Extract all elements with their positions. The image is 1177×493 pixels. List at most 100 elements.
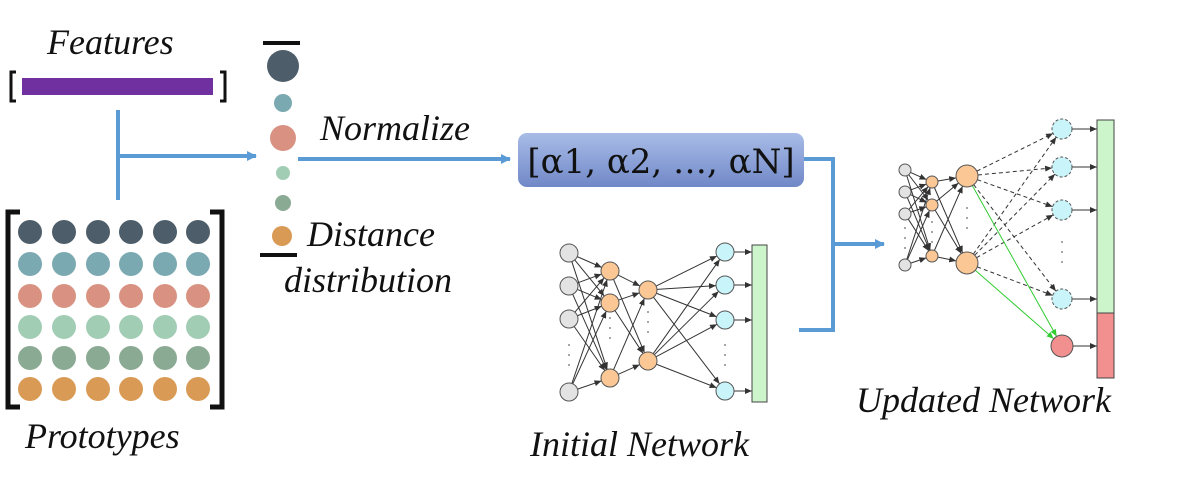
prototype-dot bbox=[52, 220, 76, 244]
prototype-dot bbox=[86, 252, 110, 276]
prototype-dot bbox=[153, 252, 177, 276]
network-edge bbox=[652, 259, 721, 354]
prototype-dot bbox=[186, 252, 210, 276]
prototype-dot bbox=[153, 346, 177, 370]
hidden-neuron bbox=[600, 261, 620, 281]
network-edge bbox=[656, 363, 717, 389]
network-edge bbox=[937, 176, 957, 182]
ellipsis-dot bbox=[1061, 261, 1063, 263]
prototype-dot bbox=[52, 346, 76, 370]
ellipsis-dot bbox=[647, 311, 649, 313]
ellipsis-dot bbox=[966, 217, 968, 219]
output-neuron bbox=[715, 310, 735, 330]
network-edge bbox=[618, 364, 640, 375]
network-edge bbox=[572, 310, 607, 385]
ellipsis-dot bbox=[966, 207, 968, 209]
hidden-neuron bbox=[638, 280, 658, 300]
feature-vector bbox=[9, 70, 227, 103]
hidden-neuron bbox=[925, 175, 939, 189]
network-edge bbox=[618, 292, 640, 301]
network-edge bbox=[577, 273, 602, 284]
distance-label-line2: distribution bbox=[284, 260, 452, 300]
network-edge bbox=[976, 132, 1054, 172]
ellipsis-dot bbox=[1061, 251, 1063, 253]
prototype-dot bbox=[18, 377, 42, 401]
network-edge bbox=[571, 261, 608, 370]
prototype-dot bbox=[86, 220, 110, 244]
hidden-neuron bbox=[955, 251, 979, 275]
input-neuron bbox=[559, 276, 579, 296]
ellipsis-dot bbox=[931, 241, 933, 243]
network-edge bbox=[973, 184, 1057, 292]
new-class-bar bbox=[1096, 312, 1115, 379]
normalize-label: Normalize bbox=[319, 108, 470, 148]
prototype-dot bbox=[186, 346, 210, 370]
ellipsis-dot bbox=[647, 321, 649, 323]
prototype-dot bbox=[52, 377, 76, 401]
ellipsis-dot bbox=[904, 227, 906, 229]
prototype-dot bbox=[186, 315, 210, 339]
ellipsis-dot bbox=[609, 317, 611, 319]
new-class-neuron bbox=[1050, 334, 1074, 358]
updated-network-label: Updated Network bbox=[856, 380, 1112, 420]
ellipsis-dot bbox=[931, 231, 933, 233]
prototype-dot bbox=[52, 252, 76, 276]
ellipsis-dot bbox=[647, 331, 649, 333]
network-edge bbox=[910, 171, 927, 181]
hidden-neuron bbox=[955, 164, 979, 188]
output-neuron bbox=[715, 242, 735, 262]
output-neuron bbox=[715, 381, 735, 401]
network-edge bbox=[654, 290, 719, 356]
network-edge bbox=[614, 310, 644, 354]
prototype-dot bbox=[119, 284, 143, 308]
ellipsis-dot bbox=[904, 247, 906, 249]
prototype-dot bbox=[18, 315, 42, 339]
prototype-dot bbox=[86, 284, 110, 308]
output-bar bbox=[1096, 119, 1115, 314]
distance-dot-6 bbox=[272, 226, 292, 246]
input-neuron bbox=[559, 382, 579, 402]
network-edge bbox=[972, 136, 1057, 255]
prototype-dot bbox=[153, 220, 177, 244]
feature-bar bbox=[22, 78, 213, 95]
network-edge bbox=[577, 380, 602, 390]
network-edge bbox=[906, 175, 931, 251]
distance-dot-5 bbox=[275, 195, 291, 211]
network-edge bbox=[936, 182, 959, 202]
input-neuron bbox=[559, 243, 579, 263]
ellipsis-dot bbox=[904, 237, 906, 239]
distance-dot-3 bbox=[270, 125, 296, 151]
initial-network bbox=[559, 242, 768, 403]
prototype-dot bbox=[153, 315, 177, 339]
prototype-dot bbox=[86, 315, 110, 339]
hidden-neuron bbox=[638, 351, 658, 371]
network-edge bbox=[613, 279, 645, 353]
ellipsis-dot bbox=[609, 327, 611, 329]
prototype-dot bbox=[18, 220, 42, 244]
distance-label-line1: Distance bbox=[306, 214, 435, 254]
network-edge bbox=[571, 279, 608, 384]
output-neuron bbox=[1051, 288, 1073, 310]
network-edge bbox=[933, 185, 964, 251]
network-edge bbox=[977, 165, 1053, 176]
prototype-dot bbox=[186, 284, 210, 308]
input-neuron bbox=[559, 309, 579, 329]
ellipsis-dot bbox=[724, 364, 726, 366]
initial-network-label: Initial Network bbox=[529, 424, 750, 464]
alpha-to-merge-line bbox=[799, 157, 835, 332]
feature-left-bracket bbox=[9, 70, 16, 103]
network-edge bbox=[574, 277, 605, 313]
hidden-neuron bbox=[600, 368, 620, 388]
prototype-dot bbox=[52, 315, 76, 339]
network-edge bbox=[907, 210, 930, 260]
prototype-dot bbox=[119, 346, 143, 370]
new-class-edge bbox=[974, 269, 1055, 340]
prototype-dot bbox=[153, 284, 177, 308]
network-edge bbox=[976, 214, 1054, 259]
prototype-dot bbox=[18, 346, 42, 370]
prototype-dot bbox=[153, 377, 177, 401]
prototype-matrix bbox=[5, 209, 225, 410]
output-bar bbox=[751, 244, 768, 403]
output-neuron bbox=[1051, 199, 1073, 221]
prototype-dot bbox=[186, 377, 210, 401]
